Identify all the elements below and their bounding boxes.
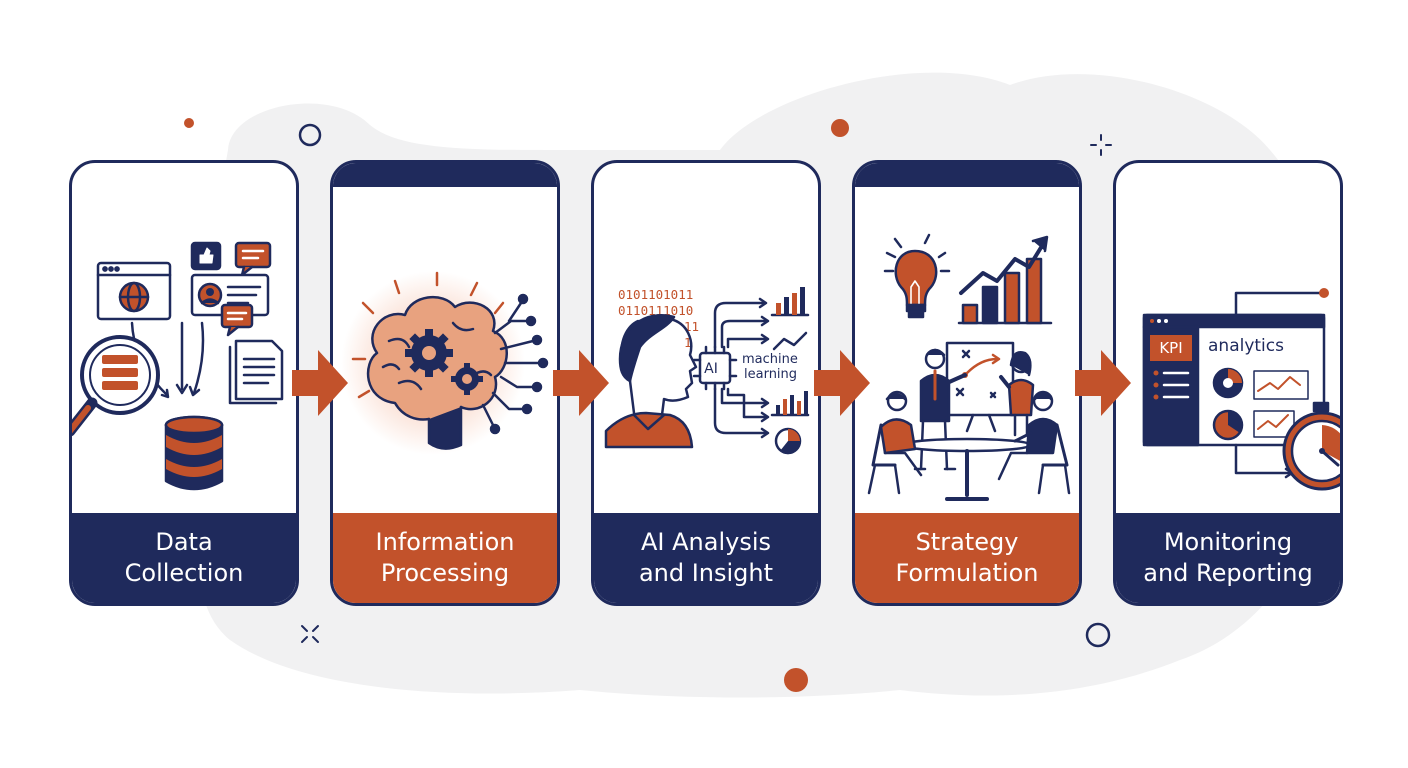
step-label: AI Analysis and Insight [594, 513, 818, 603]
binary-line: 1 [684, 335, 692, 350]
arrow-right-icon [1075, 350, 1131, 416]
arrow-right-icon [553, 350, 609, 416]
step-label: Data Collection [72, 513, 296, 603]
decor-ring-bottom-right [1085, 622, 1111, 648]
decor-ring-top-left [298, 123, 322, 147]
ml-caption: learning [744, 367, 797, 382]
decor-dot-small [184, 118, 194, 128]
arrow-right-icon [292, 350, 348, 416]
step-label: Monitoring and Reporting [1116, 513, 1340, 603]
decor-dot-top [831, 119, 849, 137]
decor-sparkle-bottom-left [301, 625, 319, 643]
step-card-strategy-formulation: Strategy Formulation [852, 160, 1082, 606]
step-card-data-collection: Data Collection [69, 160, 299, 606]
kpi-label: KPI [1159, 339, 1182, 357]
step-card-monitoring-reporting: KPI analytics Monitoring and Reporting [1113, 160, 1343, 606]
decor-dot-bottom [784, 668, 808, 692]
step-card-ai-analysis: 0101101011 0110111010 11 1 [591, 160, 821, 606]
decor-sparkle-top-right [1090, 134, 1112, 156]
ai-head-icon: 0101101011 0110111010 11 1 [604, 287, 810, 455]
ml-caption: machine [742, 352, 798, 367]
arrow-right-icon [814, 350, 870, 416]
step-card-information-processing: Information Processing [330, 160, 560, 606]
binary-line: 0101101011 [618, 287, 693, 302]
brain-gears-icon [341, 271, 549, 455]
magnifier-database-icon [72, 241, 284, 491]
analytics-heading: analytics [1208, 336, 1284, 356]
step-label: Strategy Formulation [855, 513, 1079, 603]
binary-line: 0110111010 [618, 303, 693, 318]
dashboard-stopwatch-icon: KPI analytics [1142, 288, 1340, 491]
ai-chip-label: AI [704, 361, 718, 377]
step-label: Information Processing [333, 513, 557, 603]
team-meeting-icon [867, 233, 1071, 501]
